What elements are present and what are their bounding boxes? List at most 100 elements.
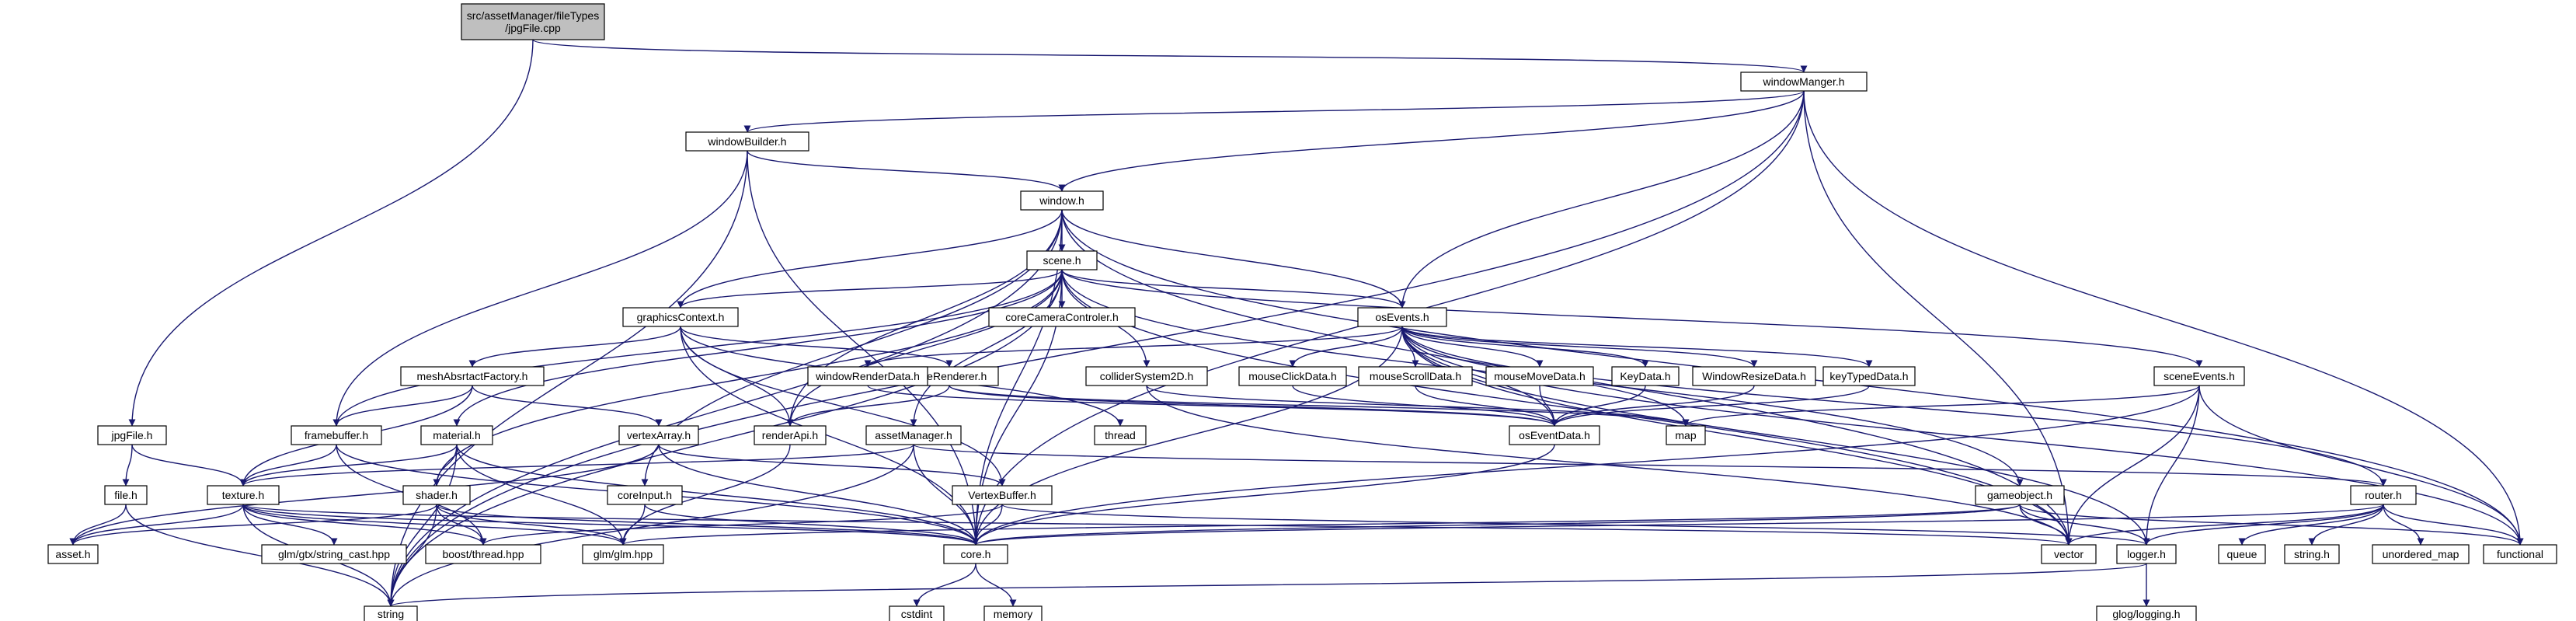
node-box-mouseScrollData <box>1358 366 1473 386</box>
node-label-mouseClickData: mouseClickData.h <box>1248 370 1337 382</box>
edge-file-to-asset <box>69 504 127 546</box>
edge-jpgFile-to-file <box>122 444 133 487</box>
node-framebuffer[interactable]: framebuffer.h <box>291 425 382 445</box>
node-box-colliderSystem2D <box>1085 366 1208 386</box>
node-box-WindowResizeData <box>1692 366 1816 386</box>
node-box-scene <box>1026 250 1098 270</box>
edge-osEventData-to-core <box>972 444 1555 546</box>
node-jpgFile[interactable]: jpgFile.h <box>97 425 167 445</box>
dependency-edges <box>69 39 2524 607</box>
edge-mouseClickData-to-osEventData <box>1292 385 1558 427</box>
edge-scene-to-framebuffer <box>332 269 1063 427</box>
node-box-renderApi <box>754 425 827 445</box>
node-KeyData[interactable]: KeyData.h <box>1611 366 1680 386</box>
node-file[interactable]: file.h <box>104 485 148 505</box>
node-osEventData[interactable]: osEventData.h <box>1509 425 1600 445</box>
node-osEvents[interactable]: osEvents.h <box>1357 307 1447 327</box>
node-window[interactable]: window.h <box>1020 190 1104 211</box>
edge-material-to-string <box>387 444 458 607</box>
edge-KeyData-to-osEventData <box>1551 385 1646 427</box>
edge-assetManager-to-core <box>913 444 980 546</box>
node-logger[interactable]: logger.h <box>2116 544 2177 564</box>
node-texture[interactable]: texture.h <box>207 485 280 505</box>
node-label-scene: scene.h <box>1043 254 1081 267</box>
node-box-mouseClickData <box>1238 366 1347 386</box>
node-graphicsContext[interactable]: graphicsContext.h <box>622 307 739 327</box>
node-label-core: core.h <box>961 548 991 560</box>
edge-sceneEvents-to-map <box>1682 385 2200 427</box>
node-box-queue <box>2218 544 2266 564</box>
node-label-VertexBuffer: VertexBuffer.h <box>968 489 1036 501</box>
node-core[interactable]: core.h <box>943 544 1008 564</box>
node-label-unordered_map: unordered_map <box>2383 548 2459 560</box>
node-keyTypedData[interactable]: keyTypedData.h <box>1822 366 1916 386</box>
edge-windowBuilder-to-framebuffer <box>332 150 748 427</box>
node-coreInput[interactable]: coreInput.h <box>607 485 683 505</box>
node-thread: thread <box>1094 425 1147 445</box>
node-box-root <box>461 3 605 40</box>
file-nodes: src/assetManager/fileTypes/jpgFile.cpp wi… <box>47 3 2557 621</box>
node-label-cstdint: cstdint <box>901 608 933 620</box>
node-box-glogLogging <box>2096 605 2197 621</box>
node-asset[interactable]: asset.h <box>47 544 99 564</box>
edge-shader-to-glm <box>436 504 627 546</box>
edge-core-to-cstdint <box>913 563 976 607</box>
node-root[interactable]: src/assetManager/fileTypes/jpgFile.cpp <box>461 3 605 40</box>
node-sceneEvents[interactable]: sceneEvents.h <box>2153 366 2245 386</box>
node-label-functional: functional <box>2497 548 2543 560</box>
node-windowManger[interactable]: windowManger.h <box>1740 72 1868 92</box>
node-label-glm: glm/glm.hpp <box>594 548 653 560</box>
node-box-asset <box>47 544 99 564</box>
node-label-vector: vector <box>2054 548 2083 560</box>
edge-window-to-osEvents <box>1061 209 1406 309</box>
node-label-coreRenderer: coreRenderer.h <box>912 370 987 382</box>
node-label-mouseScrollData: mouseScrollData.h <box>1370 370 1461 382</box>
node-boostThread: boost/thread.hpp <box>425 544 541 564</box>
node-box-meshAbsrtactFactory <box>400 366 545 386</box>
node-label-mouseMoveData: mouseMoveData.h <box>1494 370 1586 382</box>
node-box-osEventData <box>1509 425 1600 445</box>
node-box-vector <box>2041 544 2097 564</box>
node-assetManager[interactable]: assetManager.h <box>865 425 962 445</box>
edge-texture-to-boostThread <box>242 504 487 546</box>
node-colliderSystem2D[interactable]: colliderSystem2D.h <box>1085 366 1208 386</box>
edge-graphicsContext-to-VertexBuffer <box>680 326 1006 487</box>
node-windowBuilder[interactable]: windowBuilder.h <box>685 131 809 152</box>
node-gameobject[interactable]: gameobject.h <box>1975 485 2065 505</box>
node-box-material <box>420 425 493 445</box>
edge-window-to-renderApi <box>786 209 1063 427</box>
node-box-file <box>104 485 148 505</box>
node-mouseClickData[interactable]: mouseClickData.h <box>1238 366 1347 386</box>
node-box-assetManager <box>865 425 962 445</box>
node-VertexBuffer[interactable]: VertexBuffer.h <box>952 485 1053 505</box>
edge-window-to-graphicsContext <box>677 209 1063 309</box>
edge-root-to-windowManger <box>532 39 1808 73</box>
node-router[interactable]: router.h <box>2350 485 2417 505</box>
node-mouseMoveData[interactable]: mouseMoveData.h <box>1485 366 1594 386</box>
node-coreCameraControler[interactable]: coreCameraControler.h <box>988 307 1136 327</box>
node-box-logger <box>2116 544 2177 564</box>
edge-scene-to-graphicsContext <box>677 269 1063 309</box>
node-glogLogging: glog/logging.h <box>2096 605 2197 621</box>
node-meshAbsrtactFactory[interactable]: meshAbsrtactFactory.h <box>400 366 545 386</box>
node-box-core <box>943 544 1008 564</box>
node-WindowResizeData[interactable]: WindowResizeData.h <box>1692 366 1816 386</box>
node-material[interactable]: material.h <box>420 425 493 445</box>
edge-windowManger-to-string <box>387 90 1805 607</box>
edge-router-to-logger <box>2143 504 2384 546</box>
node-renderApi[interactable]: renderApi.h <box>754 425 827 445</box>
node-box-windowRenderData <box>807 366 928 386</box>
node-windowRenderData[interactable]: windowRenderData.h <box>807 366 928 386</box>
edge-scene-to-sceneEvents <box>1061 269 2203 368</box>
node-vertexArray[interactable]: vertexArray.h <box>618 425 699 445</box>
node-scene[interactable]: scene.h <box>1026 250 1098 270</box>
edge-VertexBuffer-to-boostThread <box>479 504 1003 546</box>
node-shader[interactable]: shader.h <box>402 485 471 505</box>
edge-window-to-coreInput <box>641 209 1063 487</box>
edge-osEvents-to-router <box>1401 326 2387 487</box>
node-label-KeyData: KeyData.h <box>1620 370 1670 382</box>
edge-windowManger-to-osEvents <box>1398 90 1805 309</box>
node-string: string <box>364 605 418 621</box>
node-label-keyTypedData: keyTypedData.h <box>1829 370 1908 382</box>
node-mouseScrollData[interactable]: mouseScrollData.h <box>1358 366 1473 386</box>
